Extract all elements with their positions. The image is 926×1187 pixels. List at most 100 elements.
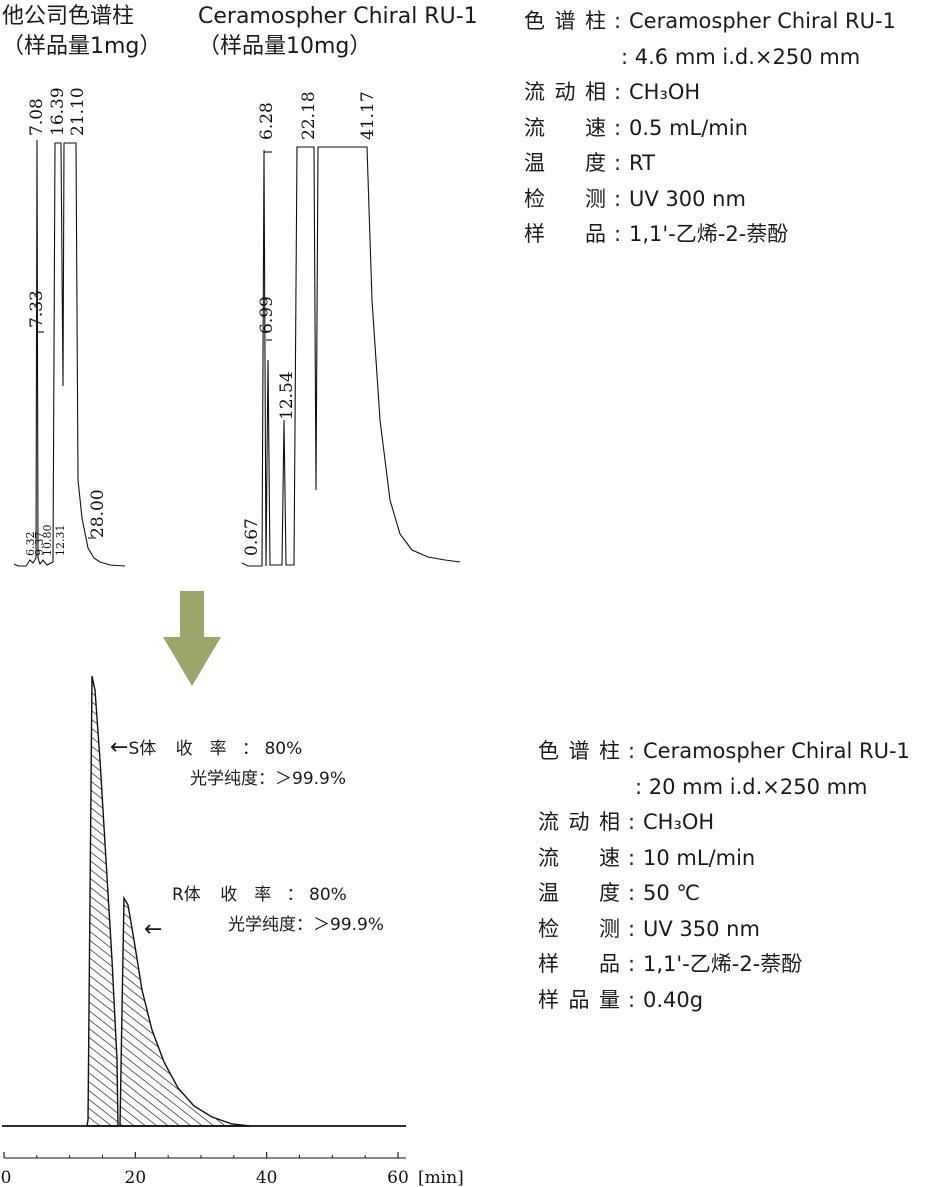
condition-bottom-row: 检 测: UV 350 nm xyxy=(538,912,926,948)
condition-top-label: 流动相 xyxy=(524,80,606,104)
conditions-top: 色谱柱: Ceramospher Chiral RU-1 : 4.6 mm i.d.… xyxy=(524,4,924,253)
s-arrow: ← xyxy=(110,735,129,760)
condition-top-colon: : xyxy=(614,80,622,104)
left-peak-label: 16.39 xyxy=(48,87,68,136)
right-peak-label: 22.18 xyxy=(299,91,319,140)
s-yield-value: 80% xyxy=(264,739,303,759)
condition-bottom-value: Ceramospher Chiral RU-1 xyxy=(643,739,910,763)
condition-top-value: 0.5 mL/min xyxy=(629,115,748,140)
condition-top-value: : 4.6 mm i.d.×250 mm xyxy=(621,44,861,69)
right-peak-label: 6.28 xyxy=(257,102,277,140)
condition-top-colon: : xyxy=(614,115,622,140)
right-chromatogram xyxy=(241,146,461,567)
x-tick-label: 0 xyxy=(1,1168,12,1187)
prep-chromatogram xyxy=(2,675,406,1159)
condition-top-value: CH₃OH xyxy=(629,80,701,104)
x-axis-unit: [min] xyxy=(418,1168,464,1187)
left-peak-label: 6.32 xyxy=(24,532,37,557)
condition-top-row: 温 度:RT xyxy=(524,146,924,182)
condition-bottom-colon: : xyxy=(628,916,636,941)
condition-bottom-value: 50 ℃ xyxy=(643,881,700,905)
x-tick-label: 40 xyxy=(256,1168,278,1187)
condition-bottom-value: : 20 mm i.d.×250 mm xyxy=(635,774,868,799)
s-peak-area xyxy=(86,675,119,1127)
right-peak-label: 41.17 xyxy=(358,91,378,140)
left-title-line2: （样品量1mg） xyxy=(2,34,162,59)
condition-bottom-row: 温 度:50 ℃ xyxy=(538,876,926,912)
condition-bottom-row: 样 品:1,1'-乙烯-2-萘酚 xyxy=(538,947,926,983)
right-title-line1: Ceramospher Chiral RU-1 xyxy=(198,4,478,29)
condition-top-label: 样 品 xyxy=(524,222,606,246)
left-panel-title: 他公司色谱柱 （样品量1mg） xyxy=(2,2,161,62)
left-title-line1: 他公司色谱柱 xyxy=(2,4,135,29)
right-trace xyxy=(241,146,461,567)
condition-bottom-label: 检 测 xyxy=(538,916,620,941)
right-panel-title: Ceramospher Chiral RU-1 （样品量10mg） xyxy=(198,2,478,62)
condition-bottom-value: 0.40g xyxy=(643,987,704,1012)
condition-top-label: 色谱柱 xyxy=(524,9,606,33)
condition-top-colon: : xyxy=(614,186,622,211)
condition-bottom-label: 色谱柱 xyxy=(538,739,620,763)
condition-top-row: : 4.6 mm i.d.×250 mm xyxy=(524,40,924,76)
condition-top-row: 流 速:0.5 mL/min xyxy=(524,111,924,147)
right-peak-label: 6.99 xyxy=(257,296,277,334)
condition-bottom-value: 10 mL/min xyxy=(643,845,756,870)
condition-top-colon: : xyxy=(614,222,622,246)
condition-bottom-row: 流 速:10 mL/min xyxy=(538,841,926,877)
condition-top-value: 1,1'-乙烯-2-萘酚 xyxy=(629,222,789,246)
condition-top-row: 检 测: UV 300 nm xyxy=(524,182,924,218)
r-yield-label: 收 率 xyxy=(220,885,272,905)
s-purity-colon: ： xyxy=(258,769,275,789)
condition-top-label: 温 度 xyxy=(524,151,606,175)
s-yield-colon: ： xyxy=(242,739,260,759)
s-yield-label: 收 率 xyxy=(175,739,227,759)
s-annotation: ←S体 收 率 ： 80% 光学纯度：＞99.9% xyxy=(110,733,346,794)
r-yield-colon: ： xyxy=(286,885,304,905)
condition-bottom-value: CH₃OH xyxy=(643,810,715,834)
condition-top-label: 检 测 xyxy=(524,186,606,211)
arrow-shaft xyxy=(180,591,204,637)
condition-top-value: RT xyxy=(629,151,655,175)
condition-bottom-label: 温 度 xyxy=(538,881,620,905)
r-arrow-wrap: ← xyxy=(144,915,162,946)
r-arrow: ← xyxy=(144,917,163,942)
s-purity-label: 光学纯度 xyxy=(190,769,258,789)
condition-bottom-row: : 20 mm i.d.×250 mm xyxy=(538,770,926,806)
condition-top-row: 色谱柱: Ceramospher Chiral RU-1 xyxy=(524,4,924,40)
condition-top-colon: : xyxy=(614,9,622,33)
condition-bottom-colon: : xyxy=(628,987,636,1012)
condition-bottom-colon: : xyxy=(628,881,636,905)
condition-bottom-row: 色谱柱:Ceramospher Chiral RU-1 xyxy=(538,734,926,770)
condition-bottom-colon: : xyxy=(628,845,636,870)
condition-top-label: 流 速 xyxy=(524,115,606,140)
condition-top-value: Ceramospher Chiral RU-1 xyxy=(629,9,896,33)
conditions-bottom: 色谱柱:Ceramospher Chiral RU-1: 20 mm i.d.×… xyxy=(538,734,926,1018)
r-purity-label: 光学纯度 xyxy=(228,915,296,935)
condition-bottom-label: 流动相 xyxy=(538,810,620,834)
r-peak-area xyxy=(119,895,251,1127)
condition-bottom-label: 样品量 xyxy=(538,987,620,1012)
condition-bottom-value: UV 350 nm xyxy=(643,916,760,941)
r-purity-colon: ： xyxy=(296,915,313,935)
condition-bottom-value: 1,1'-乙烯-2-萘酚 xyxy=(643,952,803,976)
condition-top-value: UV 300 nm xyxy=(629,186,746,211)
left-chromatogram xyxy=(13,139,126,567)
s-name: S体 xyxy=(128,739,157,759)
left-peak-label: 7.08 xyxy=(27,98,47,136)
r-purity-value: ＞99.9% xyxy=(313,915,385,935)
condition-bottom-colon: : xyxy=(628,810,636,834)
left-peak-label: 9.37 xyxy=(33,532,46,557)
left-peak-label: 10.80 xyxy=(41,525,54,557)
x-tick-label: 60 xyxy=(387,1168,409,1187)
condition-top-row: 流动相: CH₃OH xyxy=(524,75,924,111)
condition-bottom-colon: : xyxy=(628,952,636,976)
left-peak-label: 21.10 xyxy=(68,87,88,136)
left-peak-label: 28.00 xyxy=(88,489,108,538)
condition-bottom-label: 流 速 xyxy=(538,845,620,870)
right-title-line2: （样品量10mg） xyxy=(198,34,372,59)
left-peak-label: 12.31 xyxy=(54,525,67,557)
condition-bottom-label: 样 品 xyxy=(538,952,620,976)
